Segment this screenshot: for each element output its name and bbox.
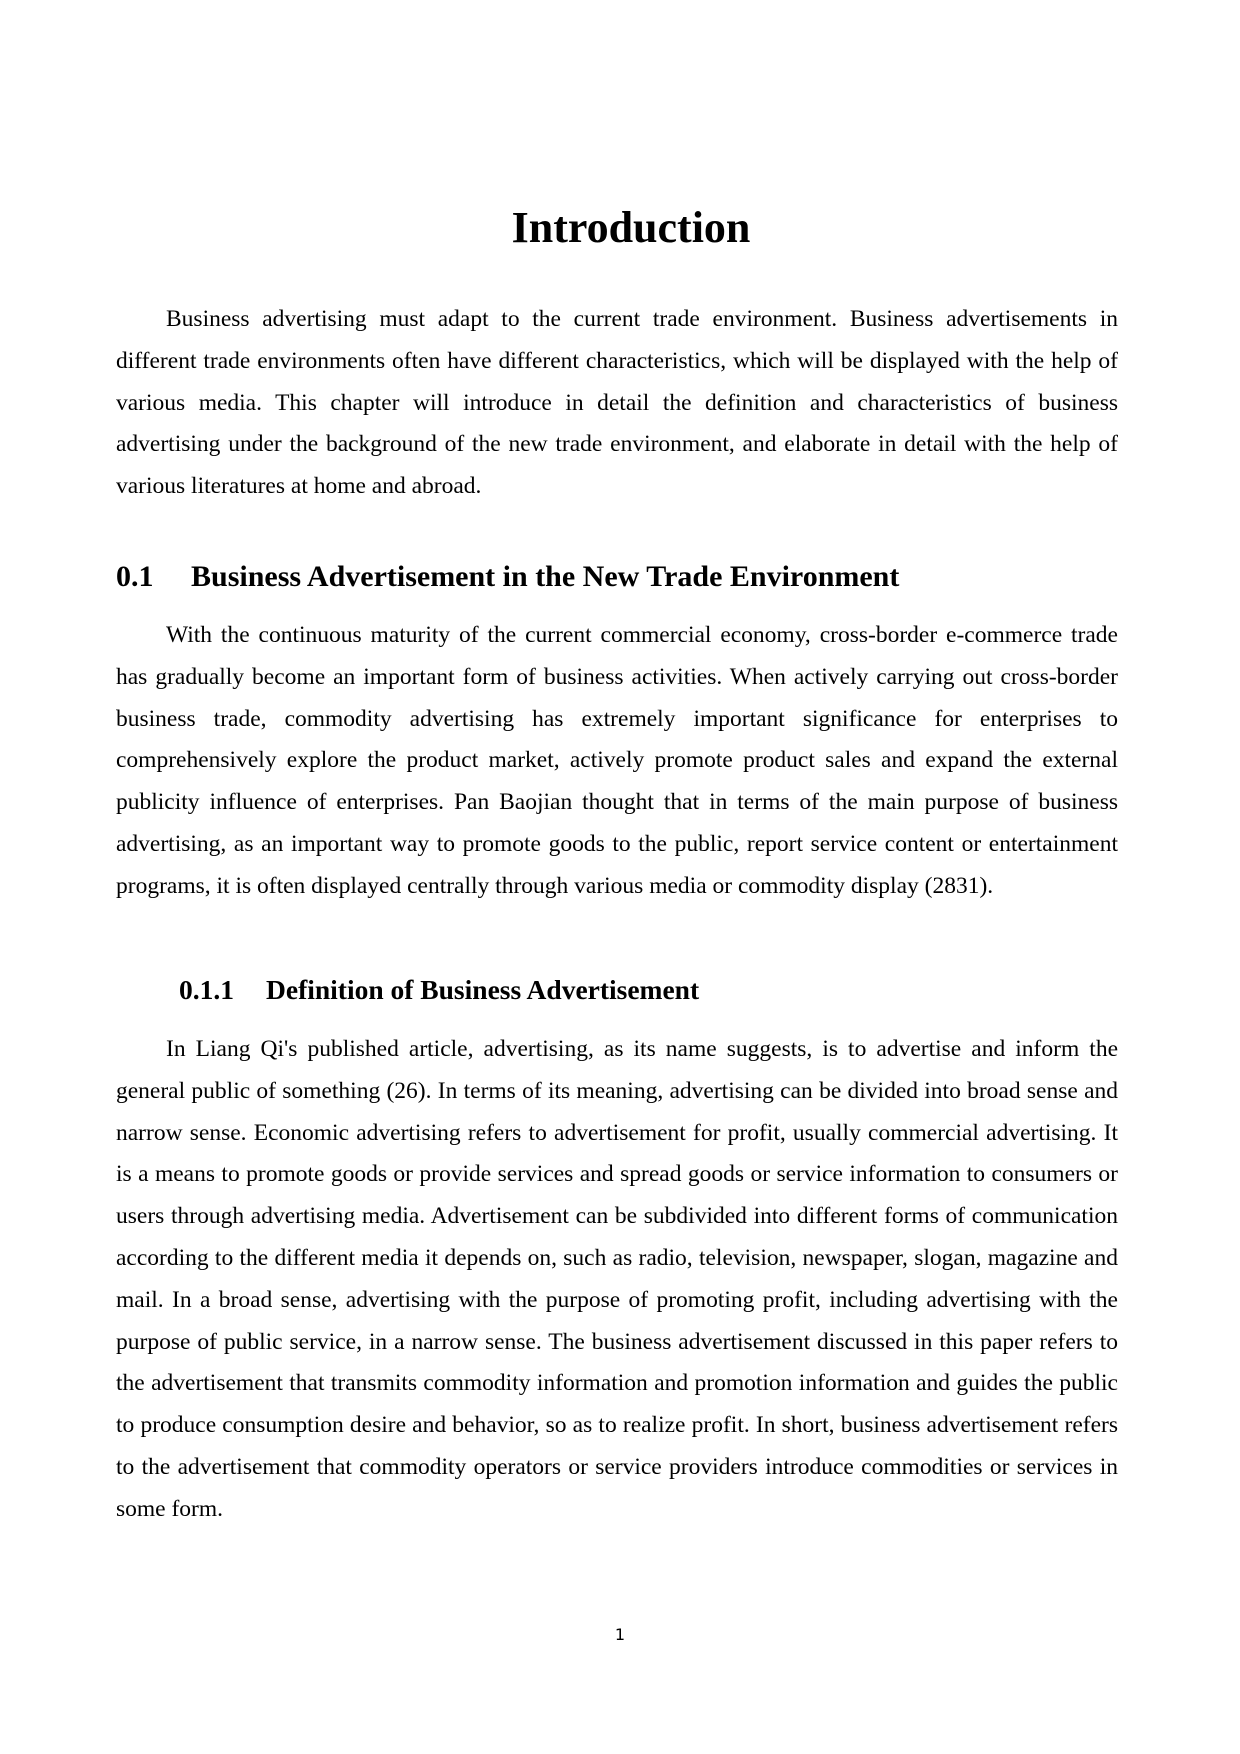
section-heading-0-1: 0.1 Business Advertisement in the New Tra… bbox=[116, 557, 899, 597]
intro-paragraph: Business advertising must adapt to the c… bbox=[116, 306, 1118, 500]
subsection-title: Definition of Business Advertisement bbox=[266, 974, 700, 1005]
section-title: Business Advertisement in the New Trade … bbox=[191, 560, 900, 593]
section-number: 0.1 bbox=[116, 560, 154, 593]
subsection-heading-0-1-1: 0.1.1 Definition of Business Advertisemen… bbox=[179, 971, 699, 1009]
chapter-title: Introduction bbox=[511, 203, 751, 252]
subsection-0-1-1-paragraph: In Liang Qi's published article, adverti… bbox=[116, 1036, 1118, 1522]
page-number: 1 bbox=[614, 1625, 626, 1644]
section-0-1-paragraph: With the continuous maturity of the curr… bbox=[116, 622, 1118, 899]
subsection-number: 0.1.1 bbox=[179, 974, 234, 1005]
